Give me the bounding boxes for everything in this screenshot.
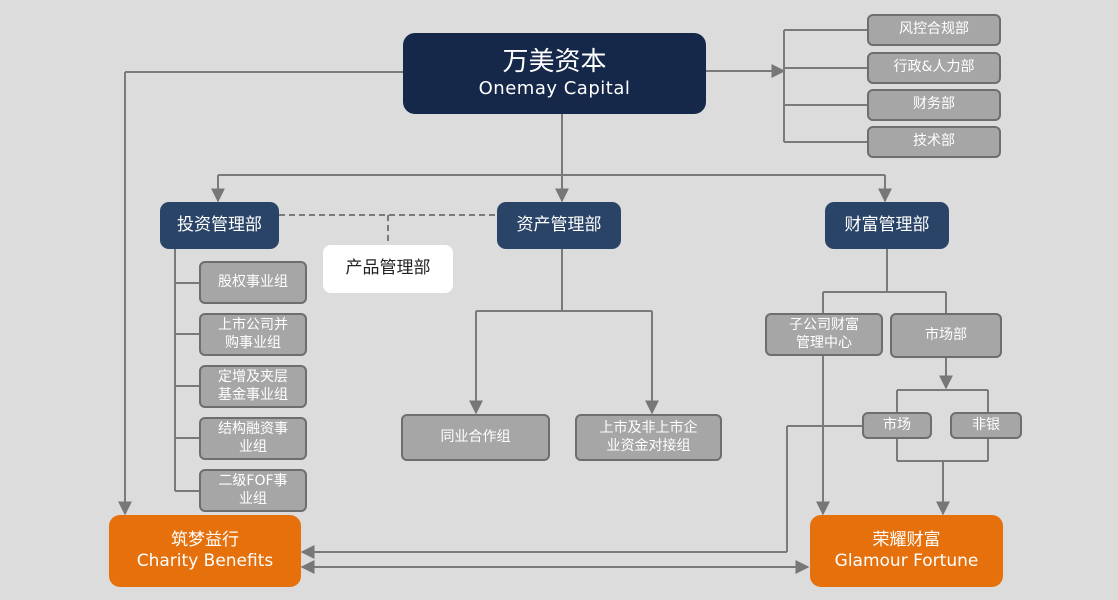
fof-group-line2: 业组 (239, 490, 267, 507)
onemay-capital-cn: 万美资本 (502, 46, 607, 77)
mezzanine-group-line2: 基金事业组 (218, 386, 288, 403)
structured-finance-group-node: 结构融资事 业组 (199, 417, 307, 460)
risk-compliance-node: 风控合规部 (867, 14, 1001, 46)
glamour-en: Glamour Fortune (834, 551, 979, 571)
structured-finance-line2: 业组 (239, 438, 267, 455)
mezzanine-group-line1: 定增及夹层 (218, 369, 288, 385)
listed-capital-line1: 上市及非上市企 (599, 420, 698, 436)
equity-group-node: 股权事业组 (199, 261, 307, 304)
fof-group-line1: 二级FOF事 (218, 473, 288, 489)
charity-benefits-node: 筑梦益行 Charity Benefits (109, 515, 301, 587)
subsidiary-wealth-line2: 管理中心 (796, 334, 852, 351)
ma-group-line1: 上市公司并 (218, 317, 288, 333)
listed-capital-line2: 业资金对接组 (606, 437, 691, 454)
subsidiary-wealth-line1: 子公司财富 (789, 317, 859, 333)
listed-capital-group-node: 上市及非上市企 业资金对接组 (575, 414, 722, 461)
onemay-capital-node: 万美资本 Onemay Capital (403, 33, 706, 114)
non-bank-node: 非银 (950, 412, 1022, 439)
glamour-fortune-node: 荣耀财富 Glamour Fortune (810, 515, 1003, 587)
structured-finance-line1: 结构融资事 (218, 421, 288, 437)
product-dept-node: 产品管理部 (323, 245, 453, 293)
wealth-dept-node: 财富管理部 (825, 202, 949, 249)
tech-node: 技术部 (867, 126, 1001, 158)
onemay-capital-en: Onemay Capital (478, 77, 631, 99)
finance-node: 财务部 (867, 89, 1001, 121)
admin-hr-node: 行政&人力部 (867, 52, 1001, 84)
subsidiary-wealth-center-node: 子公司财富 管理中心 (765, 313, 883, 356)
glamour-cn: 荣耀财富 (872, 529, 941, 550)
charity-cn: 筑梦益行 (171, 529, 239, 550)
asset-dept-node: 资产管理部 (497, 202, 621, 249)
market-node: 市场 (862, 412, 932, 439)
equity-group-label: 股权事业组 (218, 273, 288, 290)
ma-group-node: 上市公司并 购事业组 (199, 313, 307, 356)
ma-group-line2: 购事业组 (225, 334, 281, 351)
peer-cooperation-group-node: 同业合作组 (401, 414, 550, 461)
fof-group-node: 二级FOF事 业组 (199, 469, 307, 512)
mezzanine-group-node: 定增及夹层 基金事业组 (199, 365, 307, 408)
market-dept-node: 市场部 (890, 313, 1002, 358)
investment-dept-node: 投资管理部 (160, 202, 279, 249)
charity-en: Charity Benefits (136, 551, 274, 571)
